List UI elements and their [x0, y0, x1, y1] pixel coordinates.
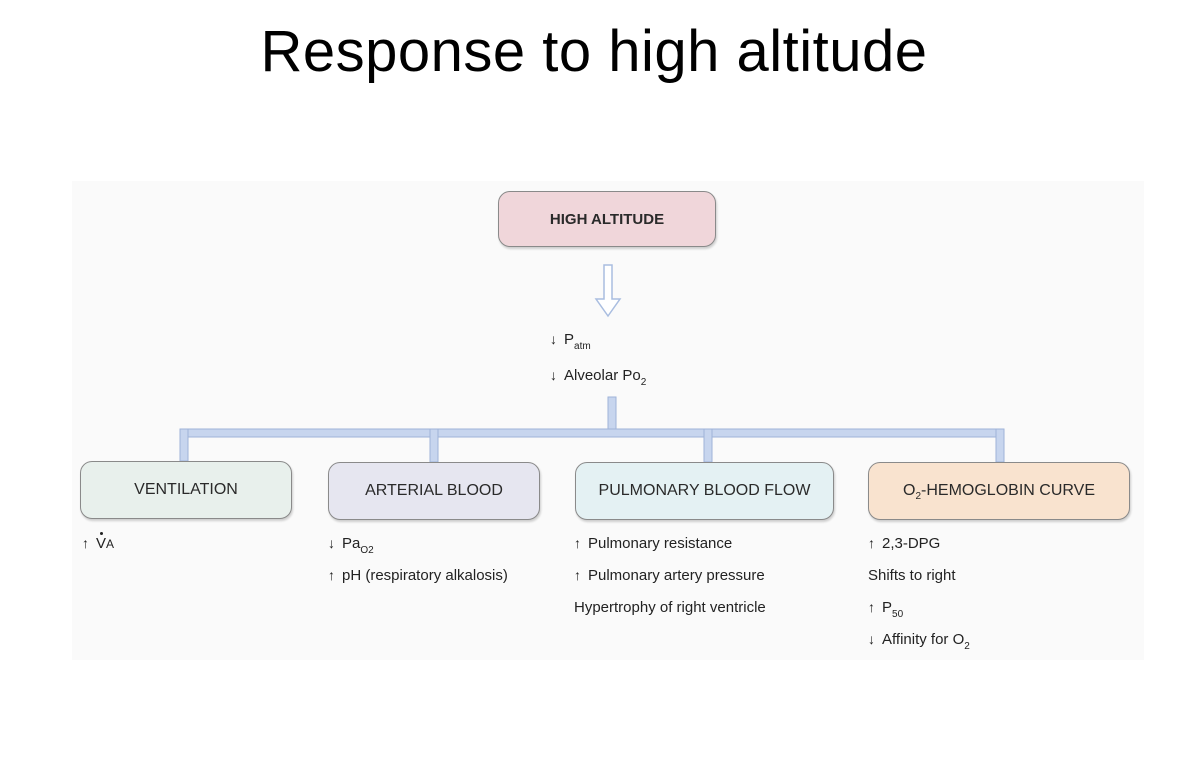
- pulmonary-blood-flow-label: PULMONARY BLOOD FLOW: [598, 482, 811, 499]
- up-arrow-icon: ↑: [574, 567, 581, 583]
- slide-title: Response to high altitude: [260, 19, 928, 84]
- o2-hemoglobin-curve-label: O2-HEMOGLOBIN CURVE: [903, 482, 1095, 502]
- alveolar-po2-label: Alveolar Po: [564, 367, 641, 384]
- pulmonary-item: Hypertrophy of right ventricle: [574, 599, 766, 616]
- ventilation-va-label: V: [96, 532, 107, 552]
- branch-connector-pulmonary: [703, 428, 713, 463]
- up-arrow-icon: ↑: [82, 535, 89, 551]
- branch-connector-ventilation: [179, 428, 189, 462]
- high-altitude-label: HIGH ALTITUDE: [549, 210, 665, 228]
- ventilation-box: VENTILATION: [80, 461, 292, 519]
- up-arrow-icon: ↑: [574, 535, 581, 551]
- pulmonary-item: ↑ Pulmonary artery pressure: [574, 567, 765, 584]
- down-arrow-icon: ↓: [868, 631, 875, 647]
- high-altitude-box: HIGH ALTITUDE: [498, 191, 716, 247]
- o2curve-item: Shifts to right: [868, 567, 956, 584]
- branch-connector-o2curve: [995, 428, 1005, 463]
- patm-subscript: atm: [574, 341, 591, 352]
- ventilation-va-subscript: A: [106, 537, 115, 551]
- up-arrow-icon: ↑: [868, 599, 875, 615]
- o2curve-item: ↑ 2,3-DPG: [868, 535, 941, 552]
- branch-connector-arterial: [429, 428, 439, 463]
- arterial-item: ↑ pH (respiratory alkalosis): [328, 567, 508, 584]
- up-arrow-icon: ↑: [328, 567, 335, 583]
- down-arrow-icon: ↓: [550, 331, 557, 347]
- down-arrow-icon: ↓: [550, 367, 557, 383]
- ventilation-label: VENTILATION: [134, 481, 238, 498]
- o2-hemoglobin-curve-box: O2-HEMOGLOBIN CURVE: [868, 462, 1130, 520]
- up-arrow-icon: ↑: [868, 535, 875, 551]
- trunk-connector: [607, 396, 617, 434]
- pulmonary-item: ↑ Pulmonary resistance: [574, 535, 733, 552]
- down-arrow-icon: [594, 264, 622, 318]
- alveolar-po2-subscript: 2: [640, 377, 647, 388]
- arterial-blood-label: ARTERIAL BLOOD: [365, 482, 503, 499]
- arterial-blood-box: ARTERIAL BLOOD: [328, 462, 540, 520]
- down-arrow-icon: ↓: [328, 535, 335, 551]
- diagram-connectors: [179, 264, 1005, 463]
- pulmonary-blood-flow-box: PULMONARY BLOOD FLOW: [575, 462, 834, 520]
- horizontal-connector: [179, 428, 1005, 438]
- patm-label: P: [564, 331, 575, 348]
